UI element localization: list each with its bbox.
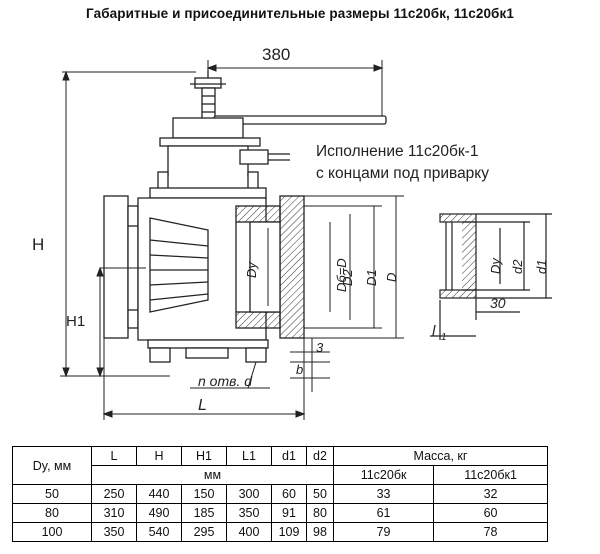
- dimensions-table: Dy, мм L H H1 L1 d1 d2 Масса, кг мм 11с2…: [12, 446, 548, 542]
- cell-d1: 91: [271, 503, 307, 523]
- label-d: D: [384, 273, 399, 282]
- cell-d2: 80: [306, 503, 334, 523]
- table-row: 80 310 490 185 350 91 80 61 60: [12, 503, 548, 523]
- cell-h1: 295: [181, 522, 227, 542]
- cell-dy: 80: [12, 503, 92, 523]
- cell-h1: 150: [181, 484, 227, 504]
- table-row: 50 250 440 150 300 60 50 33 32: [12, 484, 548, 504]
- label-dy: Dy: [244, 261, 259, 278]
- cell-d1: 109: [271, 522, 307, 542]
- cell-l: 250: [91, 484, 137, 504]
- label-b: b: [296, 362, 303, 377]
- header-l: L: [91, 446, 137, 466]
- cell-h1: 185: [181, 503, 227, 523]
- cell-mass-b: 60: [433, 503, 548, 523]
- dim-heights: [60, 70, 330, 420]
- note-line-2: с концами под приварку: [316, 165, 489, 182]
- label-h: H: [32, 235, 44, 254]
- cell-d1: 60: [271, 484, 307, 504]
- cell-mass-a: 79: [332, 522, 435, 542]
- label-d2: D2: [340, 269, 355, 286]
- label-h1: H1: [66, 313, 85, 330]
- valve-body: [103, 195, 269, 363]
- header-dy: Dy, мм: [12, 446, 92, 485]
- weld-label-30: 30: [490, 295, 506, 311]
- cell-mass-a: 61: [332, 503, 435, 523]
- cell-l1: 350: [226, 503, 272, 523]
- cell-dy: 100: [12, 522, 92, 542]
- valve-bonnet: [149, 145, 290, 199]
- cell-mass-b: 32: [433, 484, 548, 504]
- unit-mm: мм: [91, 465, 334, 485]
- header-model-b: 11с20бк1: [433, 465, 548, 485]
- cell-l1: 400: [226, 522, 272, 542]
- label-l: L: [198, 397, 207, 414]
- valve-handle: [159, 70, 387, 147]
- header-l1: L1: [226, 446, 272, 466]
- cell-l: 350: [91, 522, 137, 542]
- valve-section: [235, 195, 305, 339]
- cell-mass-a: 33: [332, 484, 435, 504]
- table-row: 100 350 540 295 400 109 98 79 78: [12, 522, 548, 542]
- cell-l: 310: [91, 503, 137, 523]
- weld-label-d1: d1: [534, 260, 549, 274]
- cell-dy: 50: [12, 484, 92, 504]
- table-header-row: Dy, мм L H H1 L1 d1 d2 Масса, кг: [12, 446, 548, 485]
- label-holes: n отв. d: [198, 373, 253, 389]
- dim-380-label: 380: [262, 45, 290, 64]
- header-d1: d1: [271, 446, 307, 466]
- page-title: Габаритные и присоединительные размеры 1…: [86, 6, 514, 21]
- header-model-a: 11с20бк: [332, 465, 435, 485]
- label-3: 3: [316, 340, 324, 355]
- cell-mass-b: 78: [433, 522, 548, 542]
- weld-label-d2: d2: [510, 259, 525, 274]
- weld-end-detail: [430, 213, 552, 340]
- cell-h: 440: [136, 484, 182, 504]
- cell-l1: 300: [226, 484, 272, 504]
- weld-label-l1-sub: 1: [441, 332, 447, 343]
- note-line-1: Исполнение 11с20бк-1: [316, 143, 478, 160]
- weld-label-dy: Dy: [488, 257, 503, 274]
- weld-label-l1: l: [432, 323, 436, 340]
- label-d1: D1: [364, 269, 379, 286]
- cell-d2: 98: [306, 522, 334, 542]
- header-d2: d2: [306, 446, 334, 466]
- valve-drawing: 380: [32, 45, 552, 420]
- header-h1: H1: [181, 446, 227, 466]
- label-db: Dб=D: [334, 258, 349, 292]
- header-mass: Масса, кг: [333, 446, 548, 466]
- dim-diameters: [267, 195, 404, 339]
- table-unit-row: мм 11с20бк 11с20бк1: [13, 465, 548, 485]
- dim-380: [206, 60, 384, 118]
- cell-h: 490: [136, 503, 182, 523]
- cell-h: 540: [136, 522, 182, 542]
- header-h: H: [136, 446, 182, 466]
- cell-d2: 50: [306, 484, 334, 504]
